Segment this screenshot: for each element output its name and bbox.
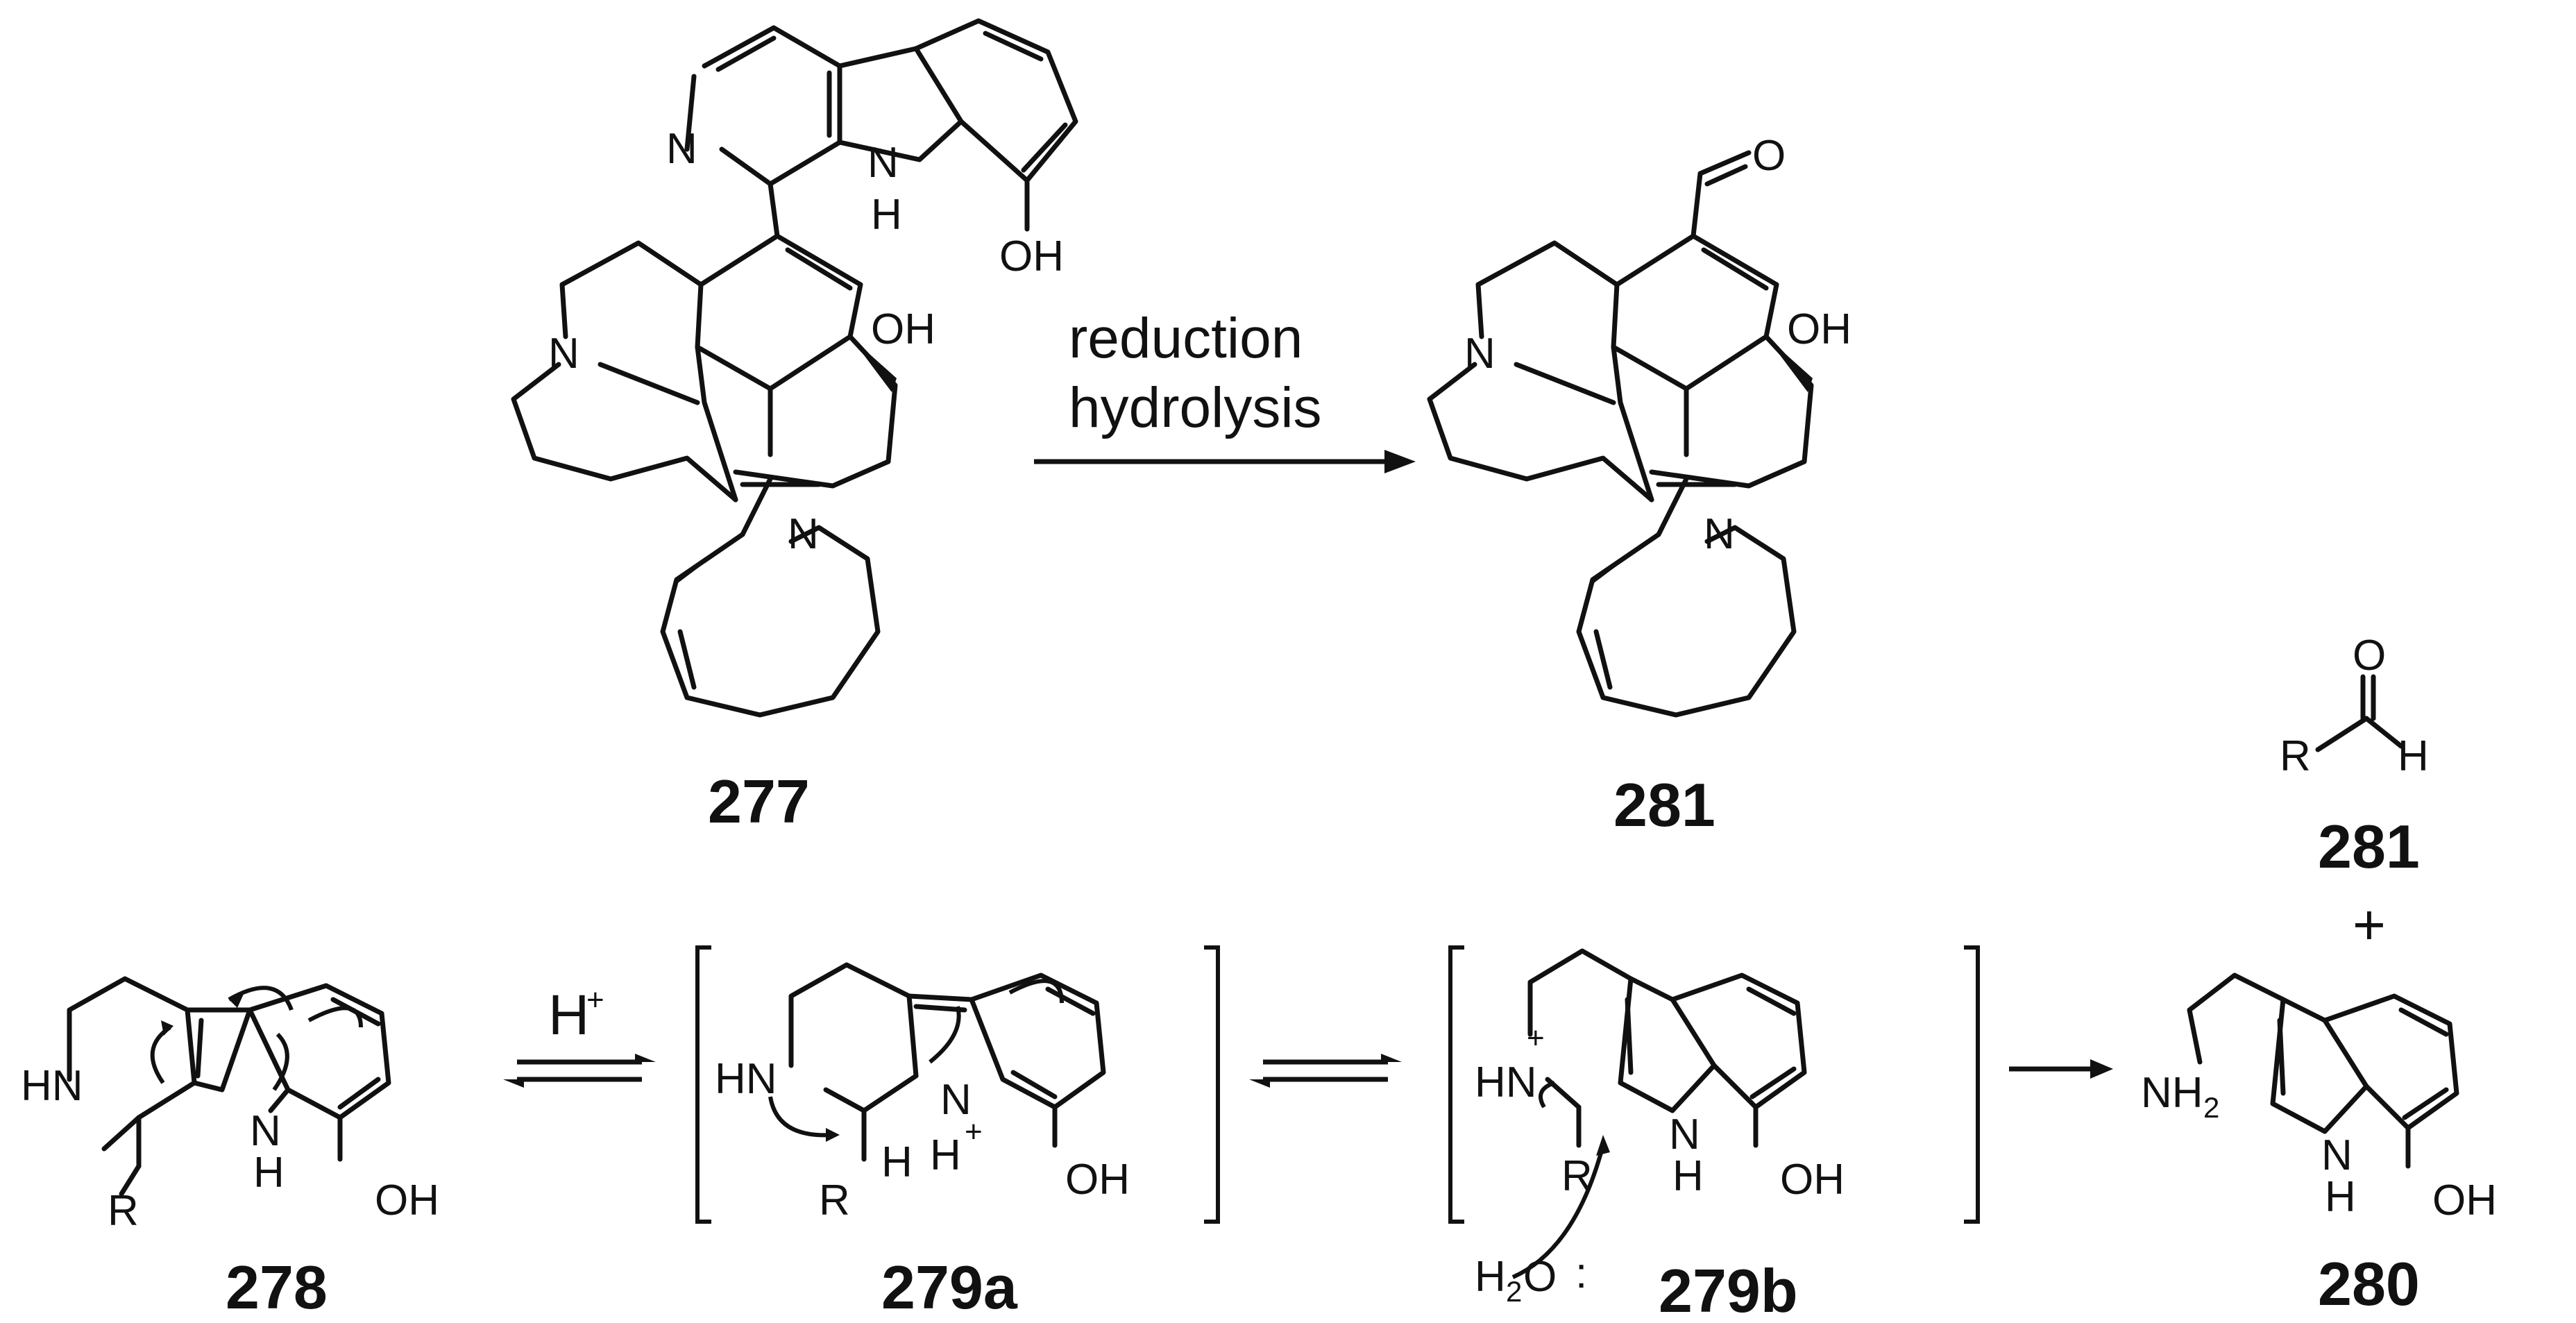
structure-278: HN R N H OH 278 [21, 976, 439, 1322]
structure-280: NH 2 N H OH 280 [2141, 972, 2497, 1318]
atom-277-azocine-n: N [788, 510, 819, 558]
water-sub: 2 [1506, 1275, 1522, 1308]
water-lone-pair: : [1575, 1249, 1587, 1297]
acid-h: H [548, 984, 589, 1047]
atom-280-nh: NH [2141, 1069, 2203, 1117]
atom-279a-charge: + [965, 1115, 983, 1149]
plus-sign: + [2353, 893, 2386, 957]
atom-aldehyde-r: R [2280, 732, 2311, 780]
structure-277 [511, 18, 1078, 718]
structure-281-top [1427, 150, 1814, 718]
atom-277-indole-h: H [871, 191, 902, 239]
atom-279a-r: R [819, 1177, 850, 1224]
atom-280-n: N [2321, 1131, 2353, 1179]
atom-aldehyde-h: H [2398, 732, 2429, 780]
reagent-reduction: reduction [1069, 307, 1303, 370]
atom-279a-hn: HN [715, 1055, 777, 1103]
atom-279b-hn: HN [1475, 1059, 1537, 1106]
atom-278-h: H [253, 1149, 285, 1197]
atom-277-phenol-oh: OH [999, 233, 1064, 280]
reagent-hydrolysis: hydrolysis [1069, 376, 1322, 439]
atom-279b-charge: + [1527, 1021, 1545, 1055]
atom-279b-h: H [1672, 1152, 1704, 1200]
structure-279b: HN + R N H OH H 2 O : 279b [1448, 945, 1980, 1323]
structure-aldehyde-281: O R H 281 + [2280, 632, 2429, 957]
equilibrium-arrow-2 [1249, 1054, 1402, 1088]
atom-277-pyridine-n: N [666, 125, 697, 173]
atom-279b-n: N [1669, 1111, 1700, 1158]
atom-279a-n: N [940, 1076, 972, 1124]
label-279b: 279b [1659, 1256, 1798, 1323]
atom-278-n: N [250, 1107, 281, 1155]
atom-278-r: R [108, 1187, 139, 1235]
label-281-aldehyde: 281 [2318, 812, 2420, 881]
atom-279a-nh: H [930, 1131, 961, 1179]
atom-281-tert-oh: OH [1787, 305, 1852, 353]
atom-278-hn: HN [21, 1062, 83, 1110]
atom-277-indole-n: N [867, 139, 899, 187]
atom-279b-r: R [1561, 1152, 1593, 1200]
water-h: H [1475, 1253, 1506, 1301]
label-277: 277 [708, 767, 810, 836]
atom-aldehyde-o: O [2353, 632, 2386, 680]
atom-278-oh: OH [375, 1177, 439, 1224]
atom-280-h: H [2325, 1173, 2356, 1221]
reaction-arrow-top: reduction hydrolysis [1034, 307, 1416, 473]
atom-279b-oh: OH [1780, 1156, 1845, 1204]
atom-279a-oh: OH [1065, 1156, 1130, 1204]
atom-281-azocine-n: N [1704, 510, 1735, 558]
atom-279a-h: H [881, 1138, 913, 1186]
atom-280-oh: OH [2432, 1177, 2497, 1224]
label-278: 278 [226, 1253, 328, 1322]
structure-279a: HN R H N H + OH 279a [695, 945, 1220, 1322]
label-281-top: 281 [1613, 770, 1715, 839]
acid-charge: + [586, 983, 604, 1017]
atom-277-tert-oh: OH [871, 305, 935, 353]
label-279a: 279a [881, 1253, 1018, 1322]
water-o: O [1523, 1253, 1557, 1301]
equilibrium-arrow-1: H + [503, 983, 656, 1088]
atom-280-nh-sub: 2 [2203, 1091, 2219, 1124]
atom-281-aldehyde-o: O [1752, 132, 1786, 180]
atom-281-amine-n: N [1464, 330, 1495, 378]
atom-277-amine-n: N [548, 330, 579, 378]
forward-arrow [2009, 1059, 2113, 1079]
label-280: 280 [2318, 1249, 2420, 1318]
